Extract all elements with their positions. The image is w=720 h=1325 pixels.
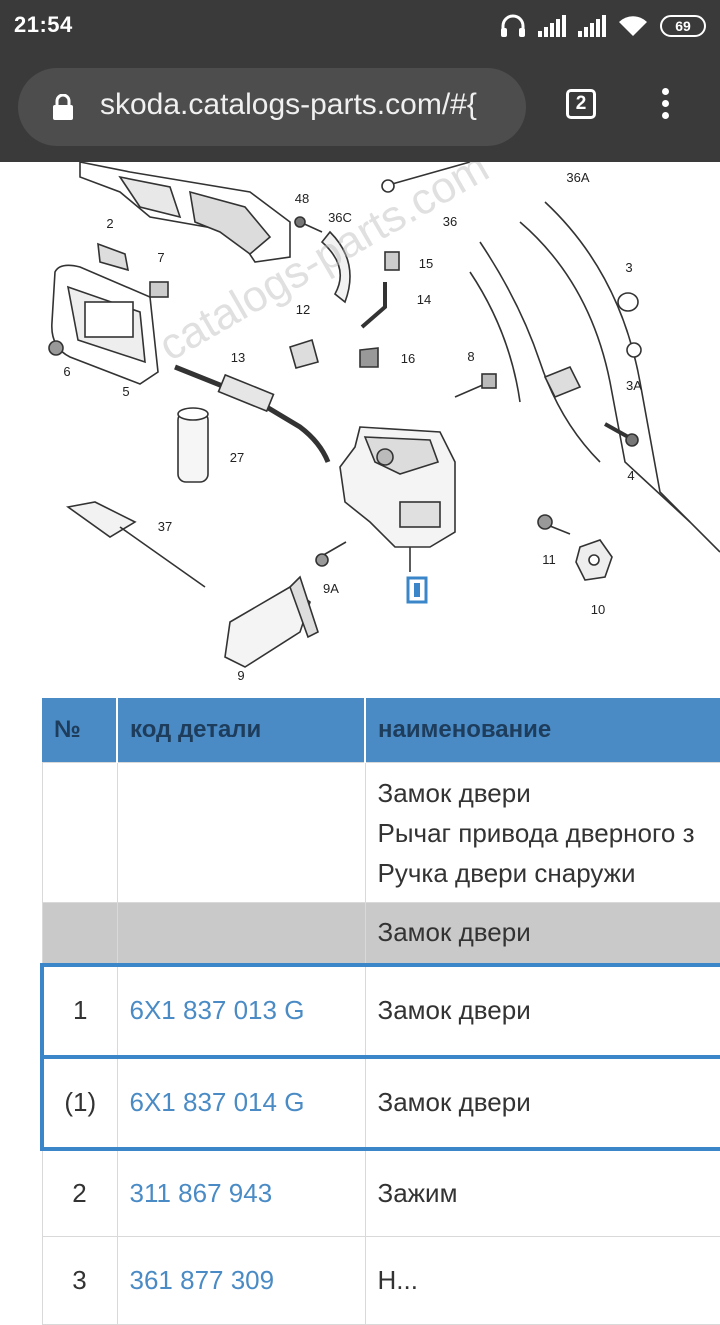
status-time: 21:54 <box>14 12 73 37</box>
browser-toolbar: skoda.catalogs-parts.com/#{ 2 <box>0 52 720 162</box>
callout-label: 11 <box>542 552 556 567</box>
callout-label: 36 <box>443 214 457 229</box>
callout-label: 37 <box>158 519 172 534</box>
callout-label: 15 <box>419 256 433 271</box>
lock-icon <box>53 94 73 120</box>
row-code[interactable]: 6X1 837 014 G <box>116 1054 366 1151</box>
callout-label: 5 <box>122 384 129 399</box>
table-row: Замок двери Рычаг привода дверного з Руч… <box>41 762 720 903</box>
row-code[interactable]: 6X1 837 013 G <box>116 962 366 1059</box>
headphones-icon <box>501 14 525 37</box>
callout-label: 3 <box>625 260 632 275</box>
header-number: № <box>42 698 118 763</box>
table-row[interactable]: 1 6X1 837 013 G Замок двери <box>40 962 720 1059</box>
tab-switcher-button[interactable]: 2 <box>566 89 596 119</box>
row-number: 2 <box>41 1148 118 1237</box>
signal-icon-2 <box>578 15 606 37</box>
callout-label: 6 <box>63 364 70 379</box>
part-code-link[interactable]: 361 877 309 <box>129 1265 275 1295</box>
callout-label: 14 <box>417 292 431 307</box>
callout-label: 10 <box>591 602 605 617</box>
row-code[interactable]: 361 877 309 <box>116 1236 366 1325</box>
url-text[interactable]: skoda.catalogs-parts.com/#{ <box>100 88 477 121</box>
row-name: Н... <box>364 1236 720 1325</box>
callout-label: 12 <box>296 302 310 317</box>
row-code[interactable]: 311 867 943 <box>116 1148 366 1237</box>
row-name: Замок двери <box>364 1054 720 1151</box>
callout-label: 16 <box>401 351 415 366</box>
row-code <box>116 902 366 965</box>
part-code-link[interactable]: 6X1 837 014 G <box>129 1087 305 1117</box>
battery-indicator: 69 <box>660 15 706 37</box>
part-code-link[interactable]: 6X1 837 013 G <box>129 995 305 1025</box>
table-header-row: № код детали наименование <box>42 698 720 763</box>
selected-part-highlight[interactable] <box>406 576 428 604</box>
header-part-code: код детали <box>117 698 366 763</box>
callout-label: 13 <box>231 350 245 365</box>
row-number: 1 <box>40 962 118 1059</box>
callout-label: 8 <box>467 349 474 364</box>
parts-diagram: 2 7 6 5 48 36C 36 36A 15 14 16 12 13 8 3… <box>48 162 720 683</box>
callout-label: 4 <box>627 468 634 483</box>
row-code <box>116 762 366 903</box>
callout-label: 36C <box>328 210 352 225</box>
row-number: 3 <box>41 1236 118 1325</box>
callout-label: 27 <box>230 450 244 465</box>
signal-icon <box>538 15 566 37</box>
table-row: Замок двери <box>41 902 720 965</box>
wifi-icon <box>619 16 647 36</box>
row-name: Замок двери Рычаг привода дверного з Руч… <box>364 762 720 903</box>
header-name: наименование <box>365 698 720 763</box>
address-bar[interactable]: skoda.catalogs-parts.com/#{ <box>18 68 526 146</box>
status-bar: 21:54 69 <box>0 0 720 52</box>
callout-label: 48 <box>295 191 309 206</box>
parts-table: № код детали наименование Замок двери Ры… <box>40 698 720 1325</box>
row-name: Зажим <box>364 1148 720 1237</box>
row-number <box>41 902 118 965</box>
part-code-link[interactable]: 311 867 943 <box>129 1177 273 1208</box>
row-number: (1) <box>40 1054 118 1151</box>
callout-label: 9 <box>237 668 244 683</box>
overflow-menu-icon[interactable] <box>660 88 670 124</box>
callout-label: 9A <box>323 581 339 596</box>
row-name: Замок двери <box>364 902 720 965</box>
row-name: Замок двери <box>364 962 720 1059</box>
callout-label: 3A <box>626 378 642 393</box>
callout-label: 36A <box>566 170 589 185</box>
callout-label: 7 <box>157 250 164 265</box>
table-row[interactable]: 2 311 867 943 Зажим <box>41 1148 720 1237</box>
table-row[interactable]: (1) 6X1 837 014 G Замок двери <box>40 1054 720 1151</box>
status-icons: 69 <box>500 10 706 42</box>
table-row[interactable]: 3 361 877 309 Н... <box>41 1236 720 1325</box>
callout-label: 2 <box>106 216 113 231</box>
row-number <box>41 762 118 903</box>
